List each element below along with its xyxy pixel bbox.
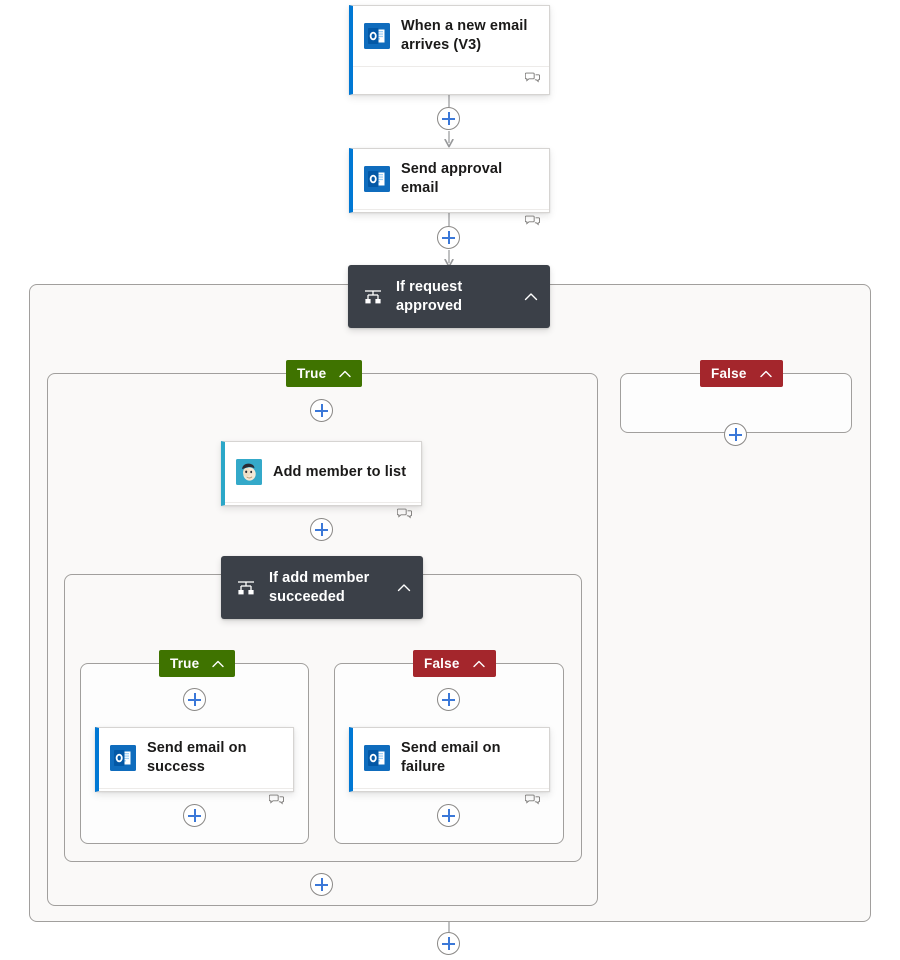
condition-card-if-add-member-succeeded[interactable]: If add member succeeded — [221, 556, 423, 619]
branch-label: True — [170, 656, 200, 671]
outlook-icon — [364, 23, 390, 49]
add-step-inner-true-top[interactable] — [183, 688, 206, 711]
chevron-up-icon[interactable] — [471, 656, 487, 672]
comments-icon[interactable] — [524, 214, 541, 232]
condition-card-title: If add member succeeded — [269, 569, 370, 605]
chevron-up-icon[interactable] — [337, 366, 353, 382]
action-card-title: Send approval email — [401, 161, 503, 196]
add-step-inner-true-bottom[interactable] — [183, 804, 206, 827]
card-footer — [353, 788, 549, 815]
action-card-send-email-on-failure[interactable]: Send email on failure — [349, 727, 550, 805]
comments-icon[interactable] — [524, 71, 541, 89]
add-step-end-of-flow[interactable] — [437, 932, 460, 955]
action-card-title: Send email on success — [147, 740, 247, 775]
mailchimp-icon — [236, 459, 262, 485]
action-card-send-approval-email[interactable]: Send approval email — [349, 148, 550, 226]
action-card-add-member-to-list[interactable]: Add member to list — [221, 441, 422, 519]
add-step-outer-true-top[interactable] — [310, 399, 333, 422]
action-card-title: When a new email arrives (V3) — [401, 18, 528, 53]
condition-icon — [235, 577, 257, 599]
action-card-send-email-on-success[interactable]: Send email on success — [95, 727, 294, 805]
outlook-icon — [110, 745, 136, 771]
chevron-up-icon[interactable] — [758, 366, 774, 382]
condition-card-if-request-approved[interactable]: If request approved — [348, 265, 550, 328]
add-step-outer-false[interactable] — [724, 423, 747, 446]
card-body: Send email on failure — [353, 728, 549, 788]
add-step-inner-false-top[interactable] — [437, 688, 460, 711]
add-step-after-trigger[interactable] — [437, 107, 460, 130]
card-footer — [225, 502, 421, 529]
add-step-after-add-member[interactable] — [310, 518, 333, 541]
card-body: When a new email arrives (V3) — [353, 6, 549, 66]
add-step-inner-false-bottom[interactable] — [437, 804, 460, 827]
branch-label: False — [711, 366, 747, 381]
action-card-when-a-new-email-arrives[interactable]: When a new email arrives (V3) — [349, 5, 550, 95]
chevron-up-icon[interactable] — [522, 288, 540, 306]
outlook-icon — [364, 745, 390, 771]
outlook-icon — [364, 166, 390, 192]
branch-badge-outer-true[interactable]: True — [286, 360, 363, 387]
card-body: Send email on success — [99, 728, 293, 788]
branch-label: True — [297, 366, 327, 381]
comments-icon[interactable] — [396, 507, 413, 525]
card-footer — [353, 66, 549, 93]
add-step-outer-true-bottom[interactable] — [310, 873, 333, 896]
condition-icon — [362, 286, 384, 308]
branch-label: False — [424, 656, 460, 671]
branch-badge-inner-false[interactable]: False — [413, 650, 496, 677]
condition-card-title: If request approved — [396, 278, 463, 314]
comments-icon[interactable] — [268, 793, 285, 811]
card-footer — [353, 209, 549, 236]
chevron-up-icon[interactable] — [210, 656, 226, 672]
card-body: Send approval email — [353, 149, 549, 209]
action-card-title: Send email on failure — [401, 740, 501, 775]
add-step-after-send-approval[interactable] — [437, 226, 460, 249]
chevron-up-icon[interactable] — [395, 579, 413, 597]
branch-badge-inner-true[interactable]: True — [159, 650, 236, 677]
card-footer — [99, 788, 293, 815]
comments-icon[interactable] — [524, 793, 541, 811]
card-body: Add member to list — [225, 442, 421, 502]
action-card-title: Add member to list — [273, 463, 407, 480]
branch-badge-outer-false[interactable]: False — [700, 360, 783, 387]
